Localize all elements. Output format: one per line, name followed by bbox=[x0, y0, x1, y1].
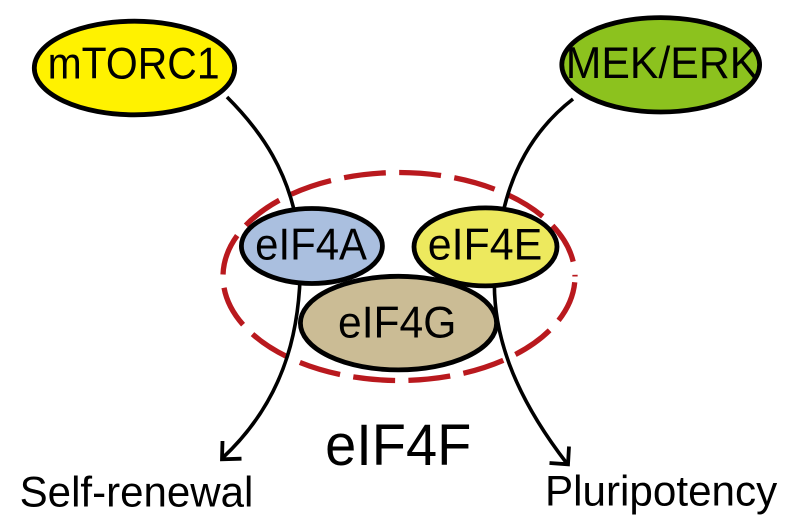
svg-text:MEK/ERK: MEK/ERK bbox=[566, 38, 759, 88]
svg-text:eIF4F: eIF4F bbox=[325, 413, 471, 478]
svg-text:mTORC1: mTORC1 bbox=[48, 39, 220, 89]
svg-text:eIF4G: eIF4G bbox=[338, 298, 456, 348]
svg-text:Self-renewal: Self-renewal bbox=[20, 469, 254, 517]
svg-text:eIF4A: eIF4A bbox=[255, 219, 367, 269]
svg-text:eIF4E: eIF4E bbox=[428, 220, 543, 270]
svg-text:Pluripotency: Pluripotency bbox=[545, 468, 778, 516]
